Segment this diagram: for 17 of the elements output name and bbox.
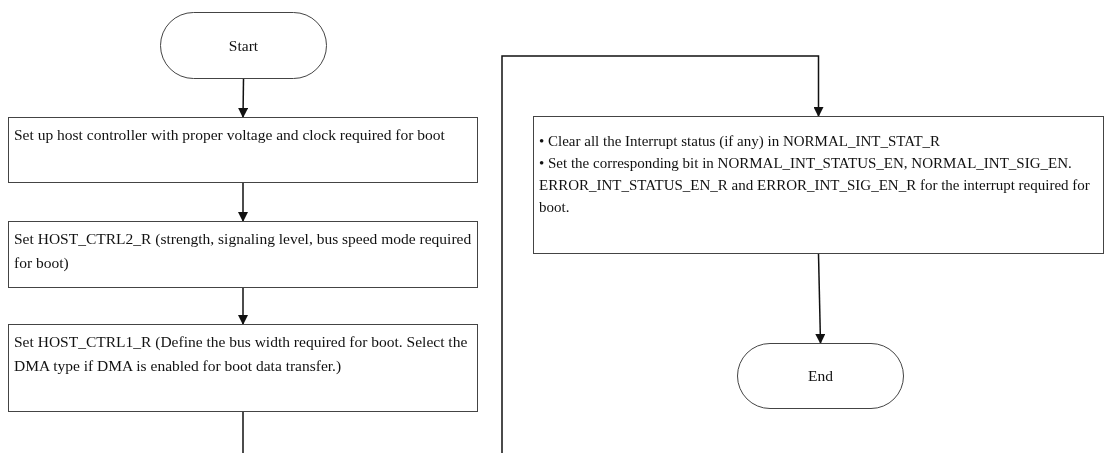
step-text: Set HOST_CTRL2_R (strength, signaling level, bus speed mode required for boot) [14, 229, 472, 273]
process-box [8, 117, 478, 183]
connector-line [242, 411, 244, 453]
process-box [8, 324, 478, 412]
step-text: • Set the corresponding bit in NORMAL_INT_STATUS_EN, NORMAL_INT_SIG_EN. ERROR_INT_STATUS_EN_R and ERROR_INT_SIG_EN_R for the interrupt required for boot. [539, 154, 1091, 217]
process-box [8, 221, 478, 288]
step-text: • Clear all the Interrupt status (if any) in NORMAL_INT_STAT_R [539, 132, 942, 151]
arrow [815, 253, 826, 344]
arrow [238, 78, 249, 118]
arrow [238, 182, 248, 222]
arrow [238, 287, 248, 325]
terminator-label: End [808, 366, 833, 386]
step-text: Set up host controller with proper voltage and clock required for boot [14, 125, 446, 145]
terminator-label: Start [228, 35, 259, 56]
arrow [501, 55, 824, 453]
process-box [533, 116, 1104, 254]
step-text: Set HOST_CTRL1_R (Define the bus width required for boot. Select the DMA type if DMA is enabled for boot data transfer.) [14, 332, 469, 376]
